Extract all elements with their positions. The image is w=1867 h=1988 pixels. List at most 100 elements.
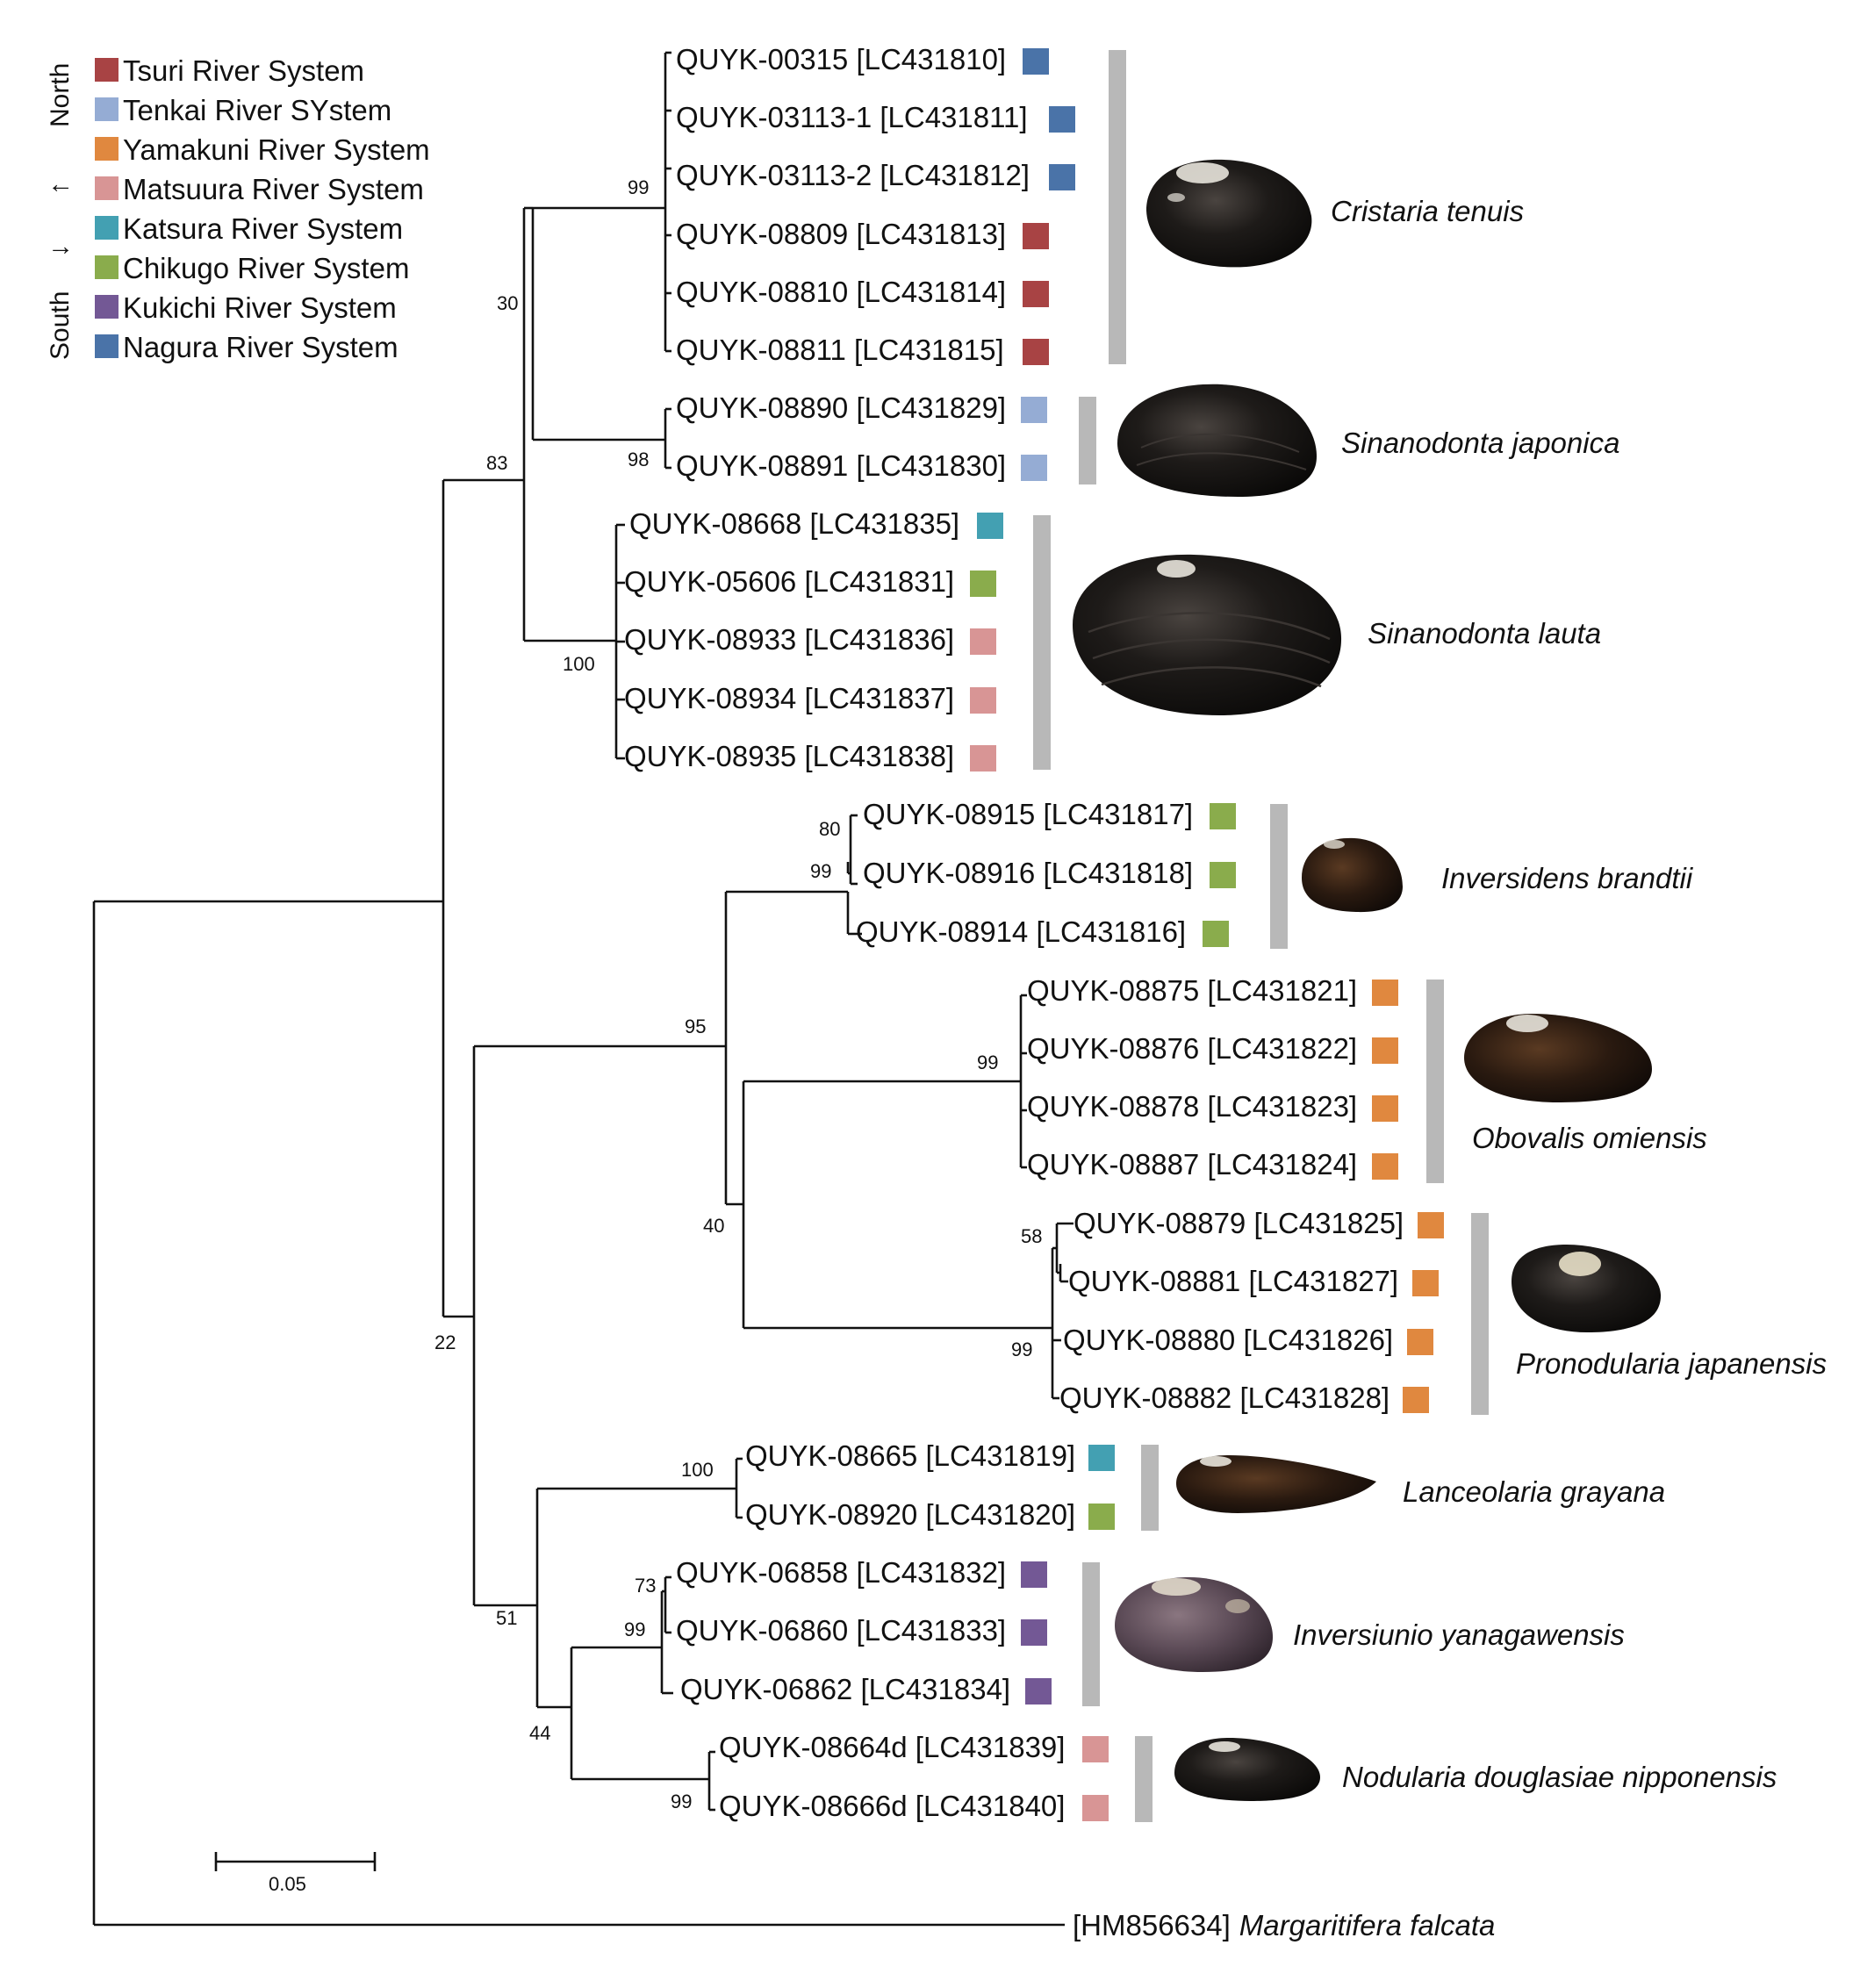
legend: North ↑ ↓ South Tsuri River System Tenka…	[45, 54, 430, 363]
leaf-swatch	[970, 571, 996, 597]
leaf-label: QUYK-08935 [LC431838]	[624, 740, 954, 772]
leaf-label: QUYK-08933 [LC431836]	[624, 623, 954, 656]
leaf-label: QUYK-08890 [LC431829]	[676, 391, 1006, 424]
legend-item-label: Nagura River System	[123, 331, 399, 363]
shell-photo	[1464, 1014, 1652, 1102]
leaf-label: QUYK-08809 [LC431813]	[676, 218, 1006, 250]
leaf-label: QUYK-08881 [LC431827]	[1068, 1265, 1398, 1297]
scale-bar-label: 0.05	[269, 1873, 306, 1895]
bootstrap-value: 99	[1011, 1338, 1032, 1360]
bootstrap-value: 98	[628, 449, 649, 470]
bootstrap-value: 99	[671, 1791, 692, 1812]
bootstrap-value: 30	[497, 292, 518, 314]
shell-photo	[1146, 159, 1312, 268]
leaf-swatch	[970, 687, 996, 714]
leaf-label: QUYK-08879 [LC431825]	[1074, 1207, 1404, 1239]
leaf-label: QUYK-08666d [LC431840]	[719, 1790, 1065, 1822]
leaf-swatch	[1021, 397, 1047, 423]
leaf-swatches	[970, 48, 1444, 1821]
leaf-label: QUYK-08880 [LC431826]	[1063, 1324, 1393, 1356]
leaf-swatch	[1049, 106, 1075, 133]
leaf-swatch	[1023, 223, 1049, 249]
leaf-label: QUYK-08878 [LC431823]	[1027, 1090, 1357, 1123]
bootstrap-value: 99	[624, 1618, 645, 1640]
bootstrap-value: 40	[703, 1215, 724, 1237]
leaf-swatch	[1210, 803, 1236, 829]
shell-photo	[1176, 1455, 1376, 1513]
legend-arrow-up-icon: ↑	[45, 182, 74, 195]
clade-bar	[1426, 980, 1444, 1183]
leaf-label: QUYK-03113-2 [LC431812]	[676, 159, 1030, 191]
legend-swatch	[95, 255, 118, 279]
leaf-swatch	[1082, 1736, 1109, 1762]
leaf-label: QUYK-06860 [LC431833]	[676, 1614, 1006, 1647]
bootstrap-value: 80	[819, 818, 840, 840]
shell-photo	[1174, 1738, 1320, 1801]
legend-item: Tenkai River SYstem	[95, 94, 391, 126]
leaf-swatch	[1407, 1329, 1433, 1355]
leaf-swatch	[1372, 1153, 1398, 1180]
species-label: Pronodularia japanensis	[1516, 1347, 1827, 1380]
leaf-swatch	[1021, 1619, 1047, 1646]
species-label: Lanceolaria grayana	[1403, 1475, 1665, 1508]
leaf-swatch	[1088, 1445, 1115, 1471]
bootstrap-value: 51	[496, 1607, 517, 1629]
legend-item: Yamakuni River System	[95, 133, 430, 166]
shell-photo	[1512, 1245, 1662, 1332]
shell-photo	[1115, 1577, 1273, 1672]
leaf-label: QUYK-08811 [LC431815]	[676, 334, 1004, 366]
clade-bar	[1109, 50, 1126, 364]
species-label: Sinanodonta lauta	[1368, 617, 1601, 650]
legend-item-label: Katsura River System	[123, 212, 403, 245]
tree-branches	[92, 51, 1074, 1927]
bootstrap-value: 100	[681, 1459, 714, 1481]
leaf-label: QUYK-08875 [LC431821]	[1027, 974, 1357, 1007]
outgroup-accession: [HM856634]	[1073, 1909, 1231, 1941]
shell-photo	[1117, 384, 1317, 497]
outgroup-species: Margaritifera falcata	[1239, 1909, 1496, 1941]
bootstrap-value: 73	[635, 1575, 656, 1597]
leaf-label: QUYK-08882 [LC431828]	[1059, 1382, 1389, 1414]
leaf-label: QUYK-08914 [LC431816]	[856, 915, 1186, 948]
leaf-swatch	[1021, 455, 1047, 481]
legend-swatch	[95, 137, 118, 161]
leaf-label: QUYK-08887 [LC431824]	[1027, 1148, 1357, 1181]
leaf-swatch	[1023, 48, 1049, 75]
species-label: Cristaria tenuis	[1331, 195, 1524, 227]
legend-item: Katsura River System	[95, 212, 403, 245]
legend-item-label: Matsuura River System	[123, 173, 424, 205]
legend-item-label: Tsuri River System	[123, 54, 364, 87]
leaf-swatch	[977, 513, 1003, 539]
leaf-labels: QUYK-00315 [LC431810] QUYK-03113-1 [LC43…	[624, 43, 1404, 1822]
leaf-swatch	[1418, 1212, 1444, 1238]
species-labels: Cristaria tenuis Sinanodonta japonica Si…	[1293, 195, 1827, 1793]
legend-item: Tsuri River System	[95, 54, 364, 87]
leaf-swatch	[1412, 1270, 1439, 1296]
legend-south-label: South	[46, 291, 75, 360]
legend-item-label: Tenkai River SYstem	[123, 94, 391, 126]
leaf-label: QUYK-06862 [LC431834]	[680, 1673, 1010, 1705]
clade-bar	[1082, 1562, 1100, 1706]
legend-item: Matsuura River System	[95, 173, 424, 205]
leaf-label: QUYK-08668 [LC431835]	[629, 507, 959, 540]
leaf-swatch	[1372, 1037, 1398, 1064]
leaf-swatch	[1049, 164, 1075, 190]
legend-swatch	[95, 295, 118, 319]
bootstrap-value: 100	[563, 653, 595, 675]
leaf-swatch	[1025, 1678, 1052, 1705]
species-label: Nodularia douglasiae nipponensis	[1342, 1761, 1777, 1793]
leaf-label: QUYK-03113-1 [LC431811]	[676, 101, 1028, 133]
leaf-label: QUYK-08916 [LC431818]	[863, 857, 1193, 889]
shell-photo	[1073, 554, 1342, 715]
bootstrap-value: 99	[628, 176, 649, 198]
leaf-swatch	[1403, 1387, 1429, 1413]
leaf-label: QUYK-08664d [LC431839]	[719, 1731, 1065, 1763]
clade-bar	[1033, 515, 1051, 770]
bootstrap-value: 95	[685, 1016, 706, 1037]
clade-bar	[1270, 804, 1288, 949]
bootstrap-values: 99 98 30 100 83 80 99 99 95 58 99 40 100…	[434, 176, 1042, 1812]
leaf-label: QUYK-08920 [LC431820]	[745, 1498, 1075, 1531]
legend-swatch	[95, 58, 118, 82]
shell-photos	[1073, 159, 1662, 1801]
